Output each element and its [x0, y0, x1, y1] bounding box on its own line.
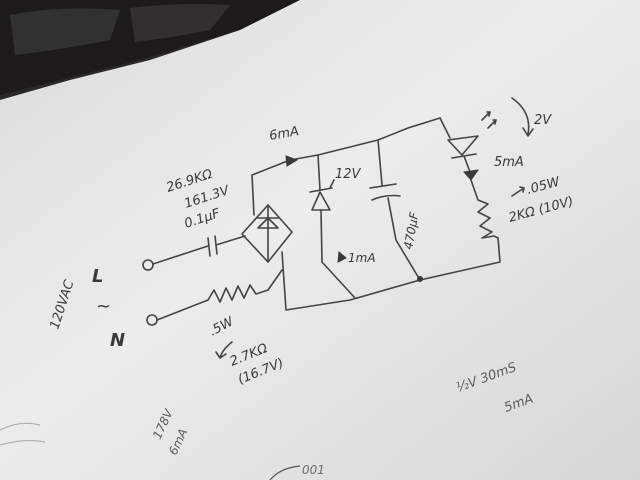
filter-cap-plate-2 [371, 194, 401, 201]
edge-scribble [0, 422, 46, 446]
label-led-vf: 2V [534, 113, 552, 128]
current-arrow-icon-2 [337, 250, 347, 263]
label-led-current: 5mA [494, 155, 524, 170]
label-n: N [110, 330, 125, 351]
label-zener-voltage: 12V [335, 167, 362, 182]
bridge-rectifier [241, 204, 293, 263]
schematic [142, 97, 534, 480]
note-bottom: 001 [302, 463, 325, 477]
series-resistor [207, 284, 269, 303]
terminal-l [142, 259, 154, 271]
label-tilde: ~ [96, 296, 111, 317]
label-filter-cap: 470µF [401, 210, 421, 250]
label-current-top: 6mA [268, 124, 300, 144]
label-l: L [92, 266, 103, 287]
cap-plate-1 [207, 237, 211, 257]
current-arrow-icon [285, 155, 299, 167]
led-resistor [470, 179, 499, 239]
filter-cap-plate-1 [369, 183, 397, 189]
label-zener-current: 1mA [348, 251, 376, 265]
current-arrow-icon-3 [463, 169, 480, 181]
